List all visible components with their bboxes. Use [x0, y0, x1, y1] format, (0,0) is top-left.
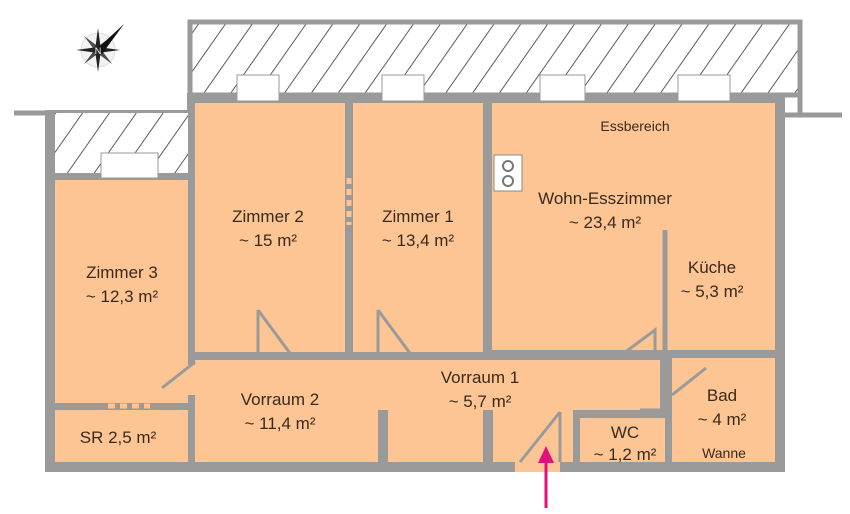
door-swings — [161, 309, 707, 463]
room-name-vorraum1: Vorraum 1 — [441, 368, 519, 387]
room-name-kueche: Küche — [688, 258, 736, 277]
room-area-zimmer1: ~ 13,4 m² — [382, 231, 455, 250]
room-name-zimmer2: Zimmer 2 — [232, 207, 304, 226]
room-note-essbereich: Essbereich — [600, 118, 669, 134]
entrance-arrow-icon — [538, 446, 554, 508]
windows — [100, 74, 731, 179]
room-name-zimmer3: Zimmer 3 — [86, 263, 158, 282]
room-area-wc: ~ 1,2 m² — [594, 445, 657, 464]
compass-rose-icon: N — [76, 24, 124, 72]
room-area-zimmer2: ~ 15 m² — [239, 231, 297, 250]
room-label-sr: SR 2,5 m² — [80, 428, 157, 447]
room-area-vorraum1: ~ 5,7 m² — [449, 392, 512, 411]
room-area-zimmer3: ~ 12,3 m² — [86, 287, 159, 306]
room-area-wohn: ~ 23,4 m² — [569, 213, 642, 232]
room-name-vorraum2: Vorraum 2 — [241, 390, 319, 409]
stove-icon — [493, 154, 523, 192]
svg-text:N: N — [95, 46, 102, 56]
room-area-vorraum2: ~ 11,4 m² — [244, 414, 315, 433]
room-name-bad: Bad — [707, 386, 737, 405]
room-note-wanne: Wanne — [702, 445, 746, 461]
room-name-zimmer1: Zimmer 1 — [382, 207, 454, 226]
room-name-wohn: Wohn-Esszimmer — [538, 189, 672, 208]
room-area-bad: ~ 4 m² — [698, 410, 747, 429]
room-area-kueche: ~ 5,3 m² — [681, 282, 744, 301]
room-name-wc: WC — [611, 423, 639, 442]
room-fills — [55, 103, 775, 472]
